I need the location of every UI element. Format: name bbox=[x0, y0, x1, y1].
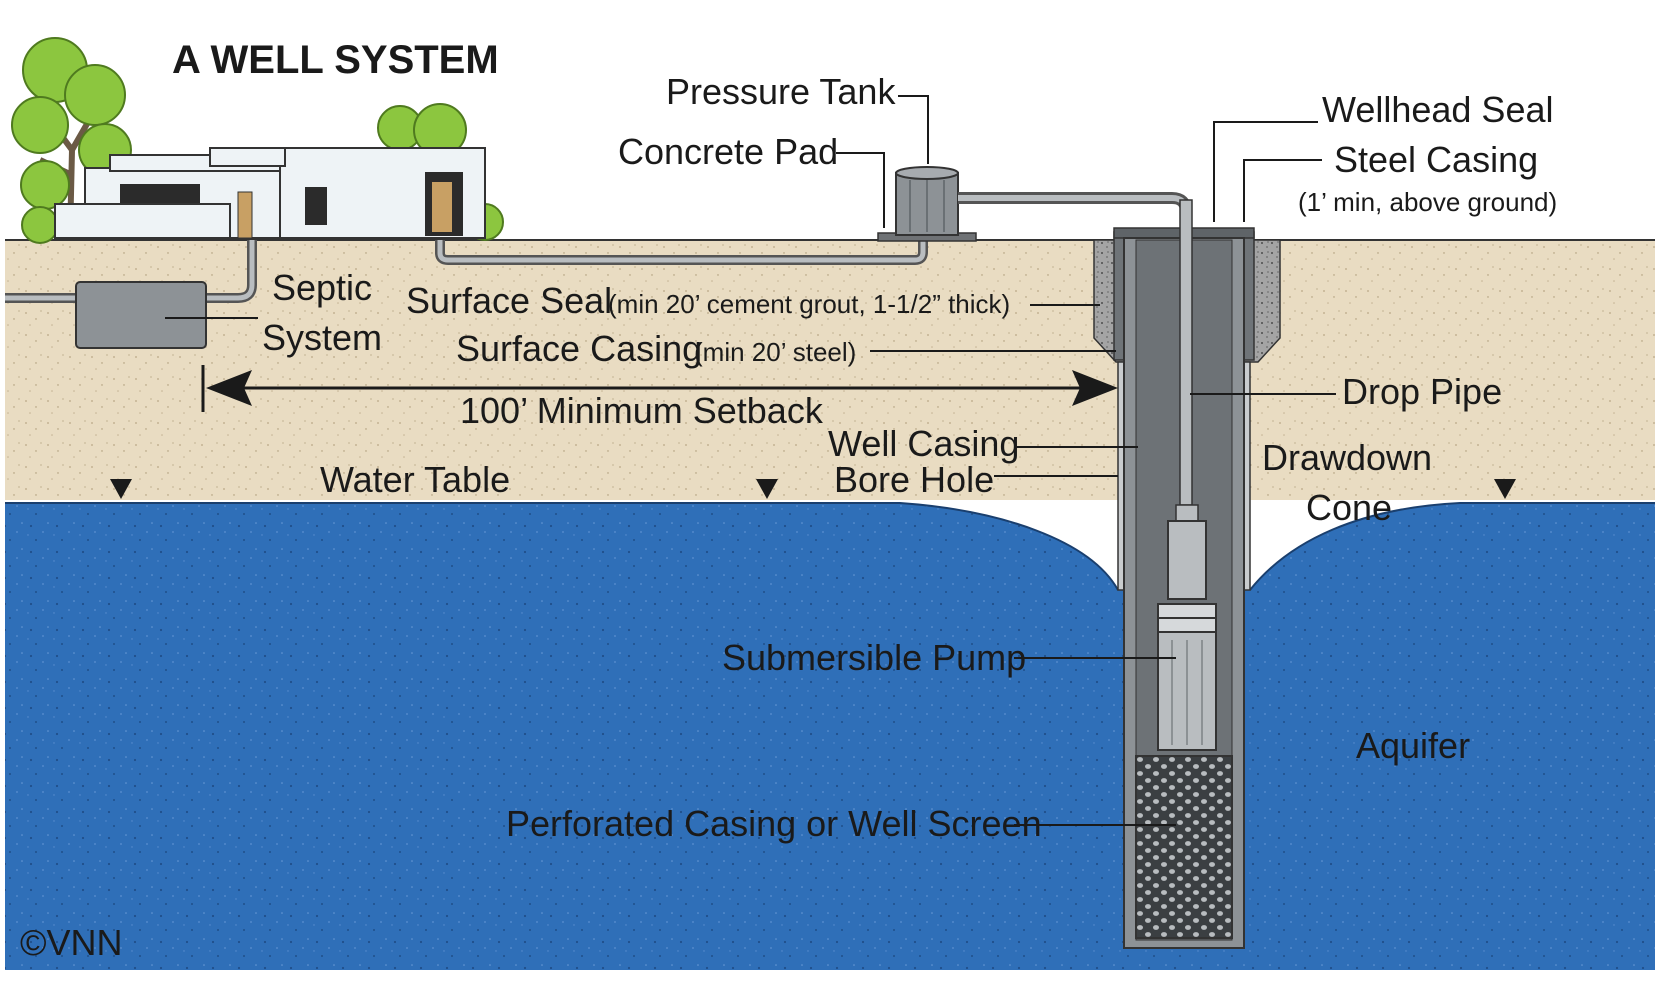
submersible-pump-body bbox=[1157, 504, 1217, 751]
water-table-marker bbox=[756, 479, 778, 499]
water-table-line bbox=[5, 502, 1655, 591]
label-bore-hole: Bore Hole bbox=[834, 459, 994, 500]
tree-left bbox=[11, 37, 132, 244]
label-steel-casing-note: (1’ min, above ground) bbox=[1298, 187, 1557, 217]
label-well-screen: Perforated Casing or Well Screen bbox=[506, 803, 1042, 844]
label-surface-casing-note: (min 20’ steel) bbox=[694, 337, 856, 367]
label-submersible-pump: Submersible Pump bbox=[722, 637, 1026, 678]
label-drawdown-2: Cone bbox=[1306, 487, 1392, 528]
house bbox=[54, 147, 486, 239]
water-table-marker bbox=[1494, 479, 1516, 499]
water-table-marker bbox=[110, 479, 132, 499]
label-surface-seal-note: (min 20’ cement grout, 1-1/2” thick) bbox=[608, 289, 1010, 319]
label-pressure-tank: Pressure Tank bbox=[666, 71, 896, 112]
label-wellhead-seal: Wellhead Seal bbox=[1322, 89, 1554, 130]
label-well-casing: Well Casing bbox=[828, 423, 1019, 464]
label-drawdown-1: Drawdown bbox=[1262, 437, 1432, 478]
soil-layer bbox=[5, 240, 1655, 500]
diagram-title: A WELL SYSTEM bbox=[172, 38, 499, 82]
copyright: ©VNN bbox=[20, 922, 123, 963]
label-surface-seal: Surface Seal bbox=[406, 280, 612, 321]
label-steel-casing: Steel Casing bbox=[1334, 139, 1538, 180]
label-surface-casing: Surface Casing bbox=[456, 328, 702, 369]
label-septic-1: Septic bbox=[272, 267, 372, 308]
label-setback: 100’ Minimum Setback bbox=[460, 390, 824, 431]
label-septic-2: System bbox=[262, 317, 382, 358]
aquifer bbox=[5, 503, 1655, 970]
label-water-table: Water Table bbox=[320, 459, 510, 500]
septic-tank bbox=[75, 281, 207, 349]
well-screen bbox=[1135, 755, 1233, 939]
label-concrete-pad: Concrete Pad bbox=[618, 131, 838, 172]
drop-pipe bbox=[1179, 199, 1193, 506]
label-drop-pipe: Drop Pipe bbox=[1342, 371, 1502, 412]
label-aquifer: Aquifer bbox=[1356, 725, 1470, 766]
